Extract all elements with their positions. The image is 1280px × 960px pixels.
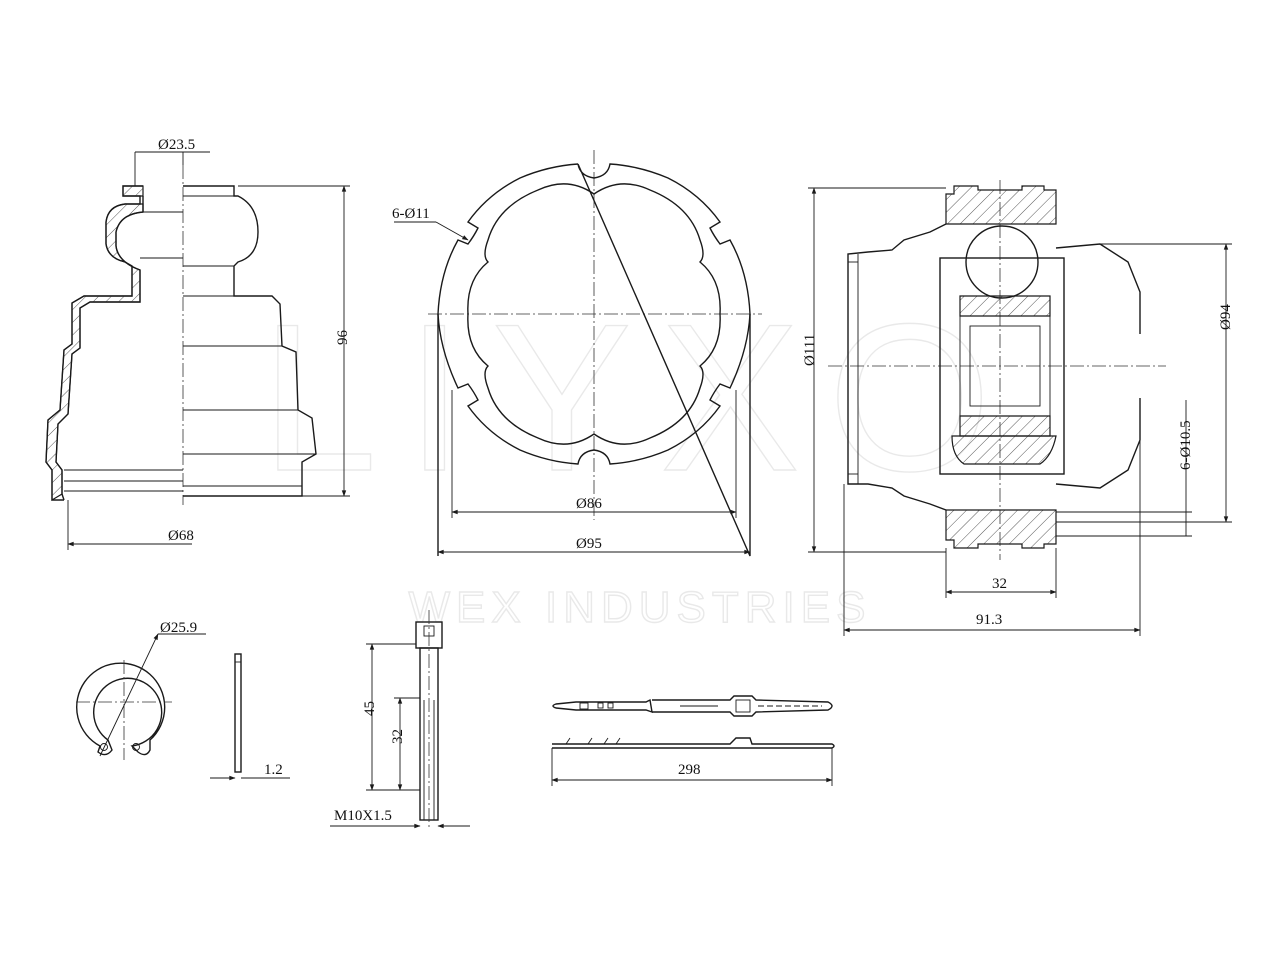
dim-circlip-thickness: 1.2 (264, 762, 283, 778)
dim-joint-dia-94: Ø94 (1218, 304, 1234, 330)
dim-boot-height: 96 (335, 330, 351, 346)
dim-joint-length: 91.3 (976, 612, 1002, 628)
dim-joint-width: 32 (992, 576, 1007, 592)
dim-flange-holes: 6-Ø11 (392, 206, 430, 222)
circlip-drawing: Ø25.9 1.2 (76, 620, 290, 781)
dim-bolt-thread: M10X1.5 (334, 808, 392, 824)
cable-tie-drawing: 298 (551, 695, 835, 786)
dim-joint-holes: 6-Ø10.5 (1178, 420, 1194, 470)
boot-drawing: Ø23.5 96 Ø68 (45, 137, 351, 550)
cv-joint-drawing: Ø111 Ø94 6-Ø10.5 32 91.3 (802, 180, 1234, 636)
watermark-company: WEX INDUSTRIES (409, 583, 872, 632)
bolt-drawing: 45 32 M10X1.5 (330, 610, 470, 830)
dim-tie-length: 298 (678, 762, 701, 778)
dim-boot-bottom-dia: Ø68 (168, 528, 194, 544)
dim-flange-outer-dia: Ø95 (576, 536, 602, 552)
dim-flange-inner-dia: Ø86 (576, 496, 602, 512)
watermark-logo: LIYXO (261, 280, 1020, 515)
watermark: LIYXO WEX INDUSTRIES (260, 279, 1020, 632)
flange-plate-drawing: 6-Ø11 Ø86 Ø95 (392, 150, 762, 557)
dim-boot-top-dia: Ø23.5 (158, 137, 195, 153)
dim-joint-outer-dia: Ø111 (802, 334, 818, 366)
dim-circlip-dia: Ø25.9 (160, 620, 197, 636)
dim-bolt-thread-length: 32 (390, 729, 406, 744)
dim-bolt-length: 45 (362, 701, 378, 716)
